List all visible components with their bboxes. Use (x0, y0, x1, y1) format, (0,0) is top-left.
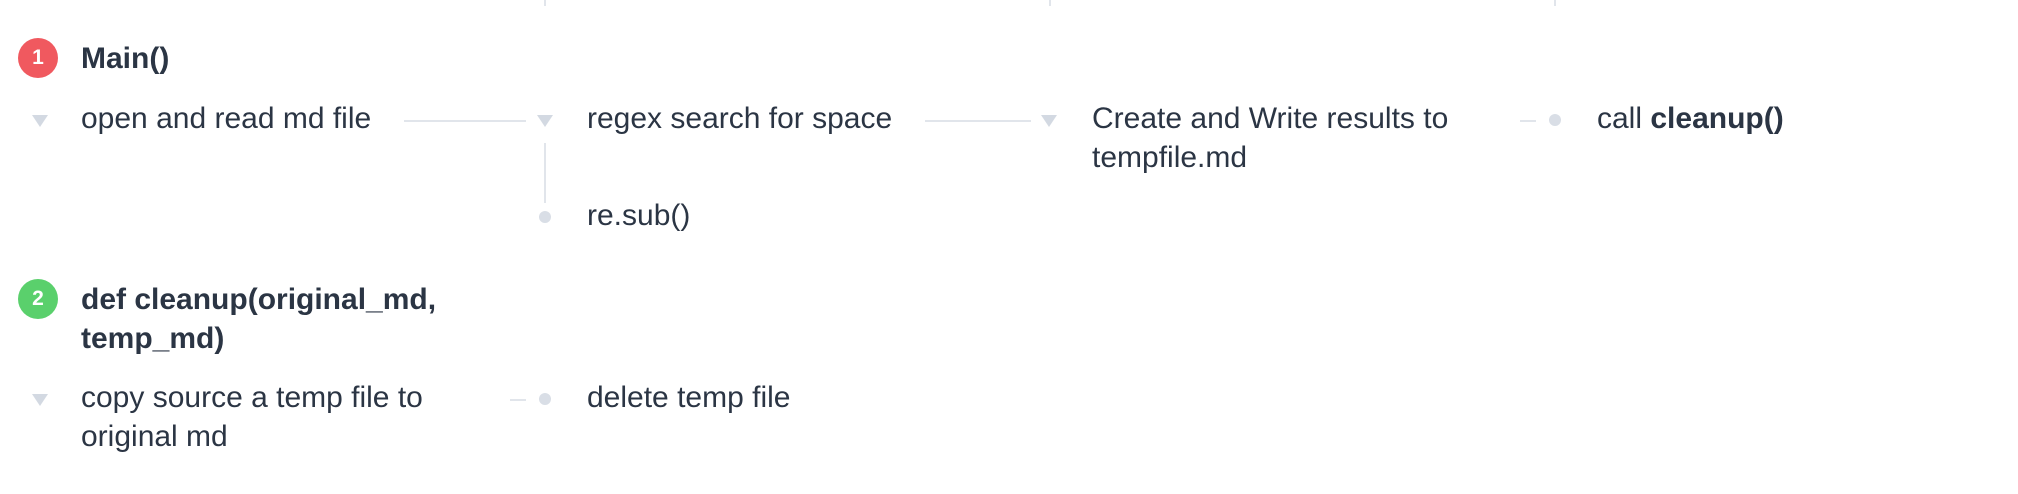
call-function: cleanup() (1650, 102, 1784, 135)
node-call-cleanup: call cleanup() (1597, 99, 1784, 138)
connector-line (510, 399, 526, 401)
leaf-dot (1549, 114, 1561, 126)
collapse-caret-icon[interactable] (32, 115, 48, 127)
connector-line (404, 120, 526, 122)
node-create-write: Create and Write results to tempfile.md (1092, 102, 1449, 174)
collapse-caret-icon[interactable] (1041, 115, 1057, 127)
node-regex-search: regex search for space (587, 102, 893, 135)
branch-connector (544, 143, 546, 203)
collapse-caret-icon[interactable] (32, 394, 48, 406)
leaf-dot (539, 211, 551, 223)
connector-line (1520, 120, 1536, 122)
section-title-cleanup: def cleanup(original_md, temp_md) (81, 283, 437, 355)
top-connector-3 (1554, 0, 1556, 6)
step-badge-1: 1 (18, 38, 58, 78)
step-badge-2: 2 (18, 279, 58, 319)
section-title-main: Main() (81, 42, 170, 75)
node-copy-source: copy source a temp file to original md (81, 381, 423, 453)
top-connector-2 (1049, 0, 1051, 6)
leaf-dot (539, 393, 551, 405)
node-open-read: open and read md file (81, 102, 372, 135)
collapse-caret-icon[interactable] (537, 115, 553, 127)
node-resub: re.sub() (587, 199, 691, 232)
top-connector-1 (544, 0, 546, 6)
node-delete-temp: delete temp file (587, 381, 791, 414)
connector-line (925, 120, 1031, 122)
call-prefix: call (1597, 102, 1651, 135)
